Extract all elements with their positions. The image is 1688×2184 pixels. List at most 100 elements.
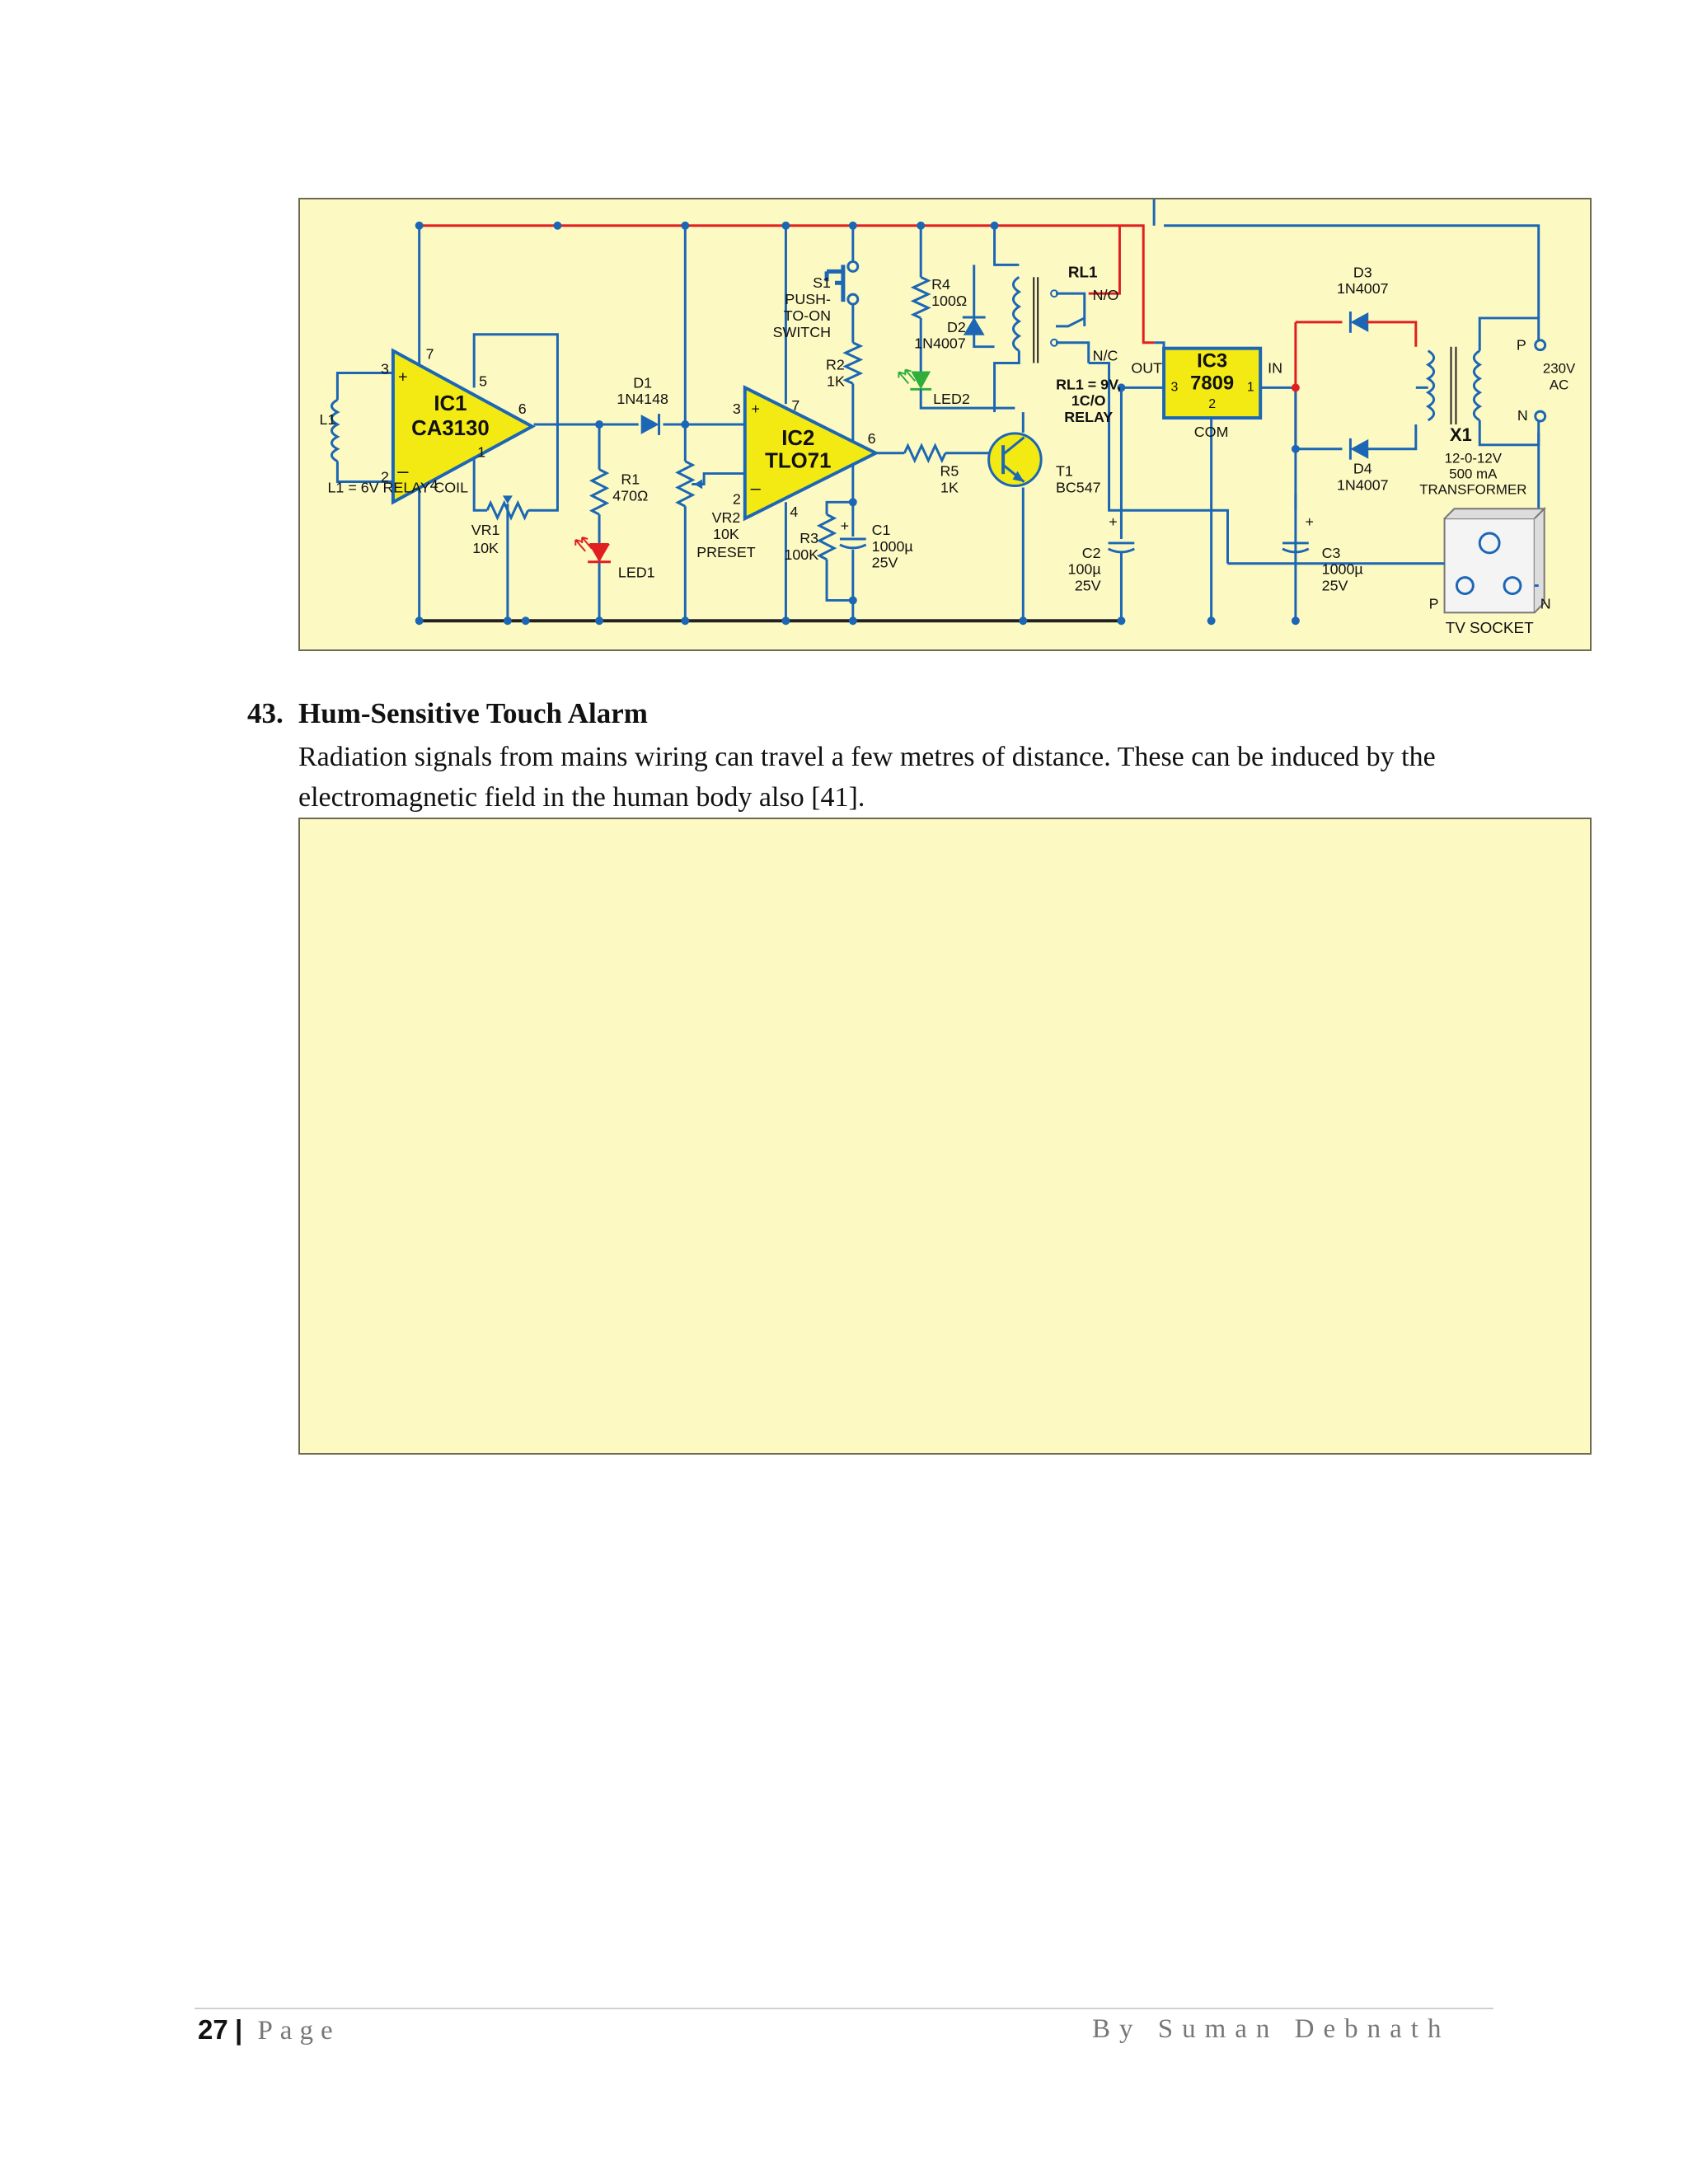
figure1-d4-value: 1N4007 xyxy=(1337,476,1389,493)
junction-dot xyxy=(1291,616,1300,626)
figure1-ic3-in: IN xyxy=(1268,359,1282,376)
figure1-r4-value: 100Ω xyxy=(931,293,967,309)
figure1-s1-name: S1 xyxy=(813,274,831,291)
figure1-ic2-name: IC2 xyxy=(781,427,814,450)
figure1-rl1-no: N/O xyxy=(1093,287,1119,303)
schematic-figure-2 xyxy=(298,818,1592,1455)
junction-dot xyxy=(1291,444,1300,453)
figure1-rl1-name: RL1 xyxy=(1068,263,1098,280)
junction-dot xyxy=(681,420,690,429)
figure1-ic1-pins-1: 2 xyxy=(381,468,389,485)
figure1-ic3-pins-2: 2 xyxy=(1208,397,1216,411)
socket-hole xyxy=(1478,532,1501,555)
capacitor-plates xyxy=(1282,541,1310,554)
figure1-ic2-pins-3: 4 xyxy=(790,504,798,520)
figure1-d4-name: D4 xyxy=(1353,461,1372,477)
switch-contact xyxy=(846,293,860,306)
resistor-zigzag xyxy=(903,443,947,464)
wire xyxy=(1367,424,1418,451)
figure1-d3-value: 1N4007 xyxy=(1337,280,1389,297)
figure1-r5-name: R5 xyxy=(940,463,959,480)
junction-dot xyxy=(1117,616,1126,626)
resistor-zigzag xyxy=(816,513,837,561)
figure1-ic2-part: TLO71 xyxy=(765,450,831,473)
ac-terminal-p xyxy=(1534,339,1547,352)
resistor-zigzag xyxy=(910,275,931,320)
c3-plus-sign: + xyxy=(1306,513,1314,530)
wire xyxy=(1478,316,1540,351)
junction-dot xyxy=(781,221,790,230)
figure1-r2-value: 1K xyxy=(827,373,845,389)
figure1-l1-name: L1 xyxy=(320,411,336,428)
figure1-ac-n: N xyxy=(1517,407,1528,424)
figure1-c2-value: 100µ xyxy=(1068,561,1101,578)
figure1-ic3-pins-0: 3 xyxy=(1171,380,1179,394)
schematic-2-drawing xyxy=(300,819,1590,1453)
figure1-ic3-com: COM xyxy=(1194,424,1229,440)
emitter-arrow-icon xyxy=(1012,471,1025,482)
figure1-led1-name: LED1 xyxy=(618,565,655,581)
junction-dot xyxy=(553,221,562,230)
relay-contact xyxy=(1050,289,1058,298)
switch-contact xyxy=(846,260,860,273)
page-number: 27 xyxy=(198,2014,228,2045)
figure1-c1-value: 1000µ xyxy=(872,538,913,555)
figure1-c1-name: C1 xyxy=(872,522,891,538)
wire xyxy=(919,389,1015,410)
wire xyxy=(1056,292,1090,363)
capacitor-plates xyxy=(839,537,867,550)
figure1-ic2-pins-0: 3 xyxy=(733,401,741,417)
led1-symbol xyxy=(589,542,609,563)
junction-dot xyxy=(595,420,604,429)
wire xyxy=(1088,362,1229,564)
figure1-rl1-nc: N/C xyxy=(1093,348,1118,364)
figure1-ic3-name: IC3 xyxy=(1197,350,1227,373)
socket-hole xyxy=(1503,576,1522,595)
figure1-ic2-pins-2: 7 xyxy=(791,397,799,414)
light-rays-icon xyxy=(898,368,917,385)
figure1-ic3-pins-1: 1 xyxy=(1247,380,1254,394)
junction-dot xyxy=(848,596,857,605)
figure1-r1-name: R1 xyxy=(621,471,640,487)
page-word: Page xyxy=(257,2016,340,2046)
junction-dot xyxy=(503,616,512,626)
section-heading: 43.Hum-Sensitive Touch Alarm xyxy=(247,697,648,730)
transformer-core xyxy=(1450,346,1457,424)
wire xyxy=(993,225,1020,266)
figure1-tv_socket-n: N xyxy=(1540,595,1551,612)
wires-1 xyxy=(331,199,1547,626)
figure1-s1-lines-0: PUSH- xyxy=(785,291,831,307)
figure1-rl1-note-0: RL1 = 9V, xyxy=(1056,376,1121,392)
figure1-vr2-value: 10K xyxy=(713,526,739,542)
ac-terminal-n xyxy=(1534,410,1547,423)
ic3-regulator xyxy=(1162,346,1263,420)
figure1-ic3-out: OUT xyxy=(1131,359,1162,376)
relay-core xyxy=(1033,277,1039,363)
figure1-ic2-pins-1: 2 xyxy=(733,490,741,507)
c1-plus-sign: + xyxy=(841,518,849,534)
diode-symbol xyxy=(1350,438,1369,459)
ic2-plus-sign: + xyxy=(751,401,759,417)
figure1-r1-value: 470Ω xyxy=(612,487,648,504)
figure1-led2-name: LED2 xyxy=(933,391,970,407)
tv-socket-side xyxy=(1443,506,1547,614)
footer-page-label: 27 | Page xyxy=(198,2014,340,2046)
figure1-s1-lines-1: TO-ON xyxy=(784,307,831,324)
figure1-r5-value: 1K xyxy=(940,479,959,495)
ic2-opamp xyxy=(743,385,880,522)
wire xyxy=(472,452,488,512)
push-button-icon xyxy=(824,265,846,302)
resistor-zigzag xyxy=(588,468,610,516)
wiper-arrow-icon xyxy=(694,479,703,490)
ic2-minus-sign: – xyxy=(751,477,762,498)
figure1-r4-name: R4 xyxy=(931,276,950,293)
figure1-ic1-name: IC1 xyxy=(434,392,467,415)
junction-dot xyxy=(917,221,926,230)
wire xyxy=(993,350,1020,413)
figure1-ac-unit: AC xyxy=(1550,377,1568,392)
wire xyxy=(419,224,1155,344)
coil-winding xyxy=(1472,349,1483,422)
figure1-rl1-note-2: RELAY xyxy=(1064,409,1113,425)
wire xyxy=(1367,321,1418,347)
junction-dot xyxy=(681,221,690,230)
